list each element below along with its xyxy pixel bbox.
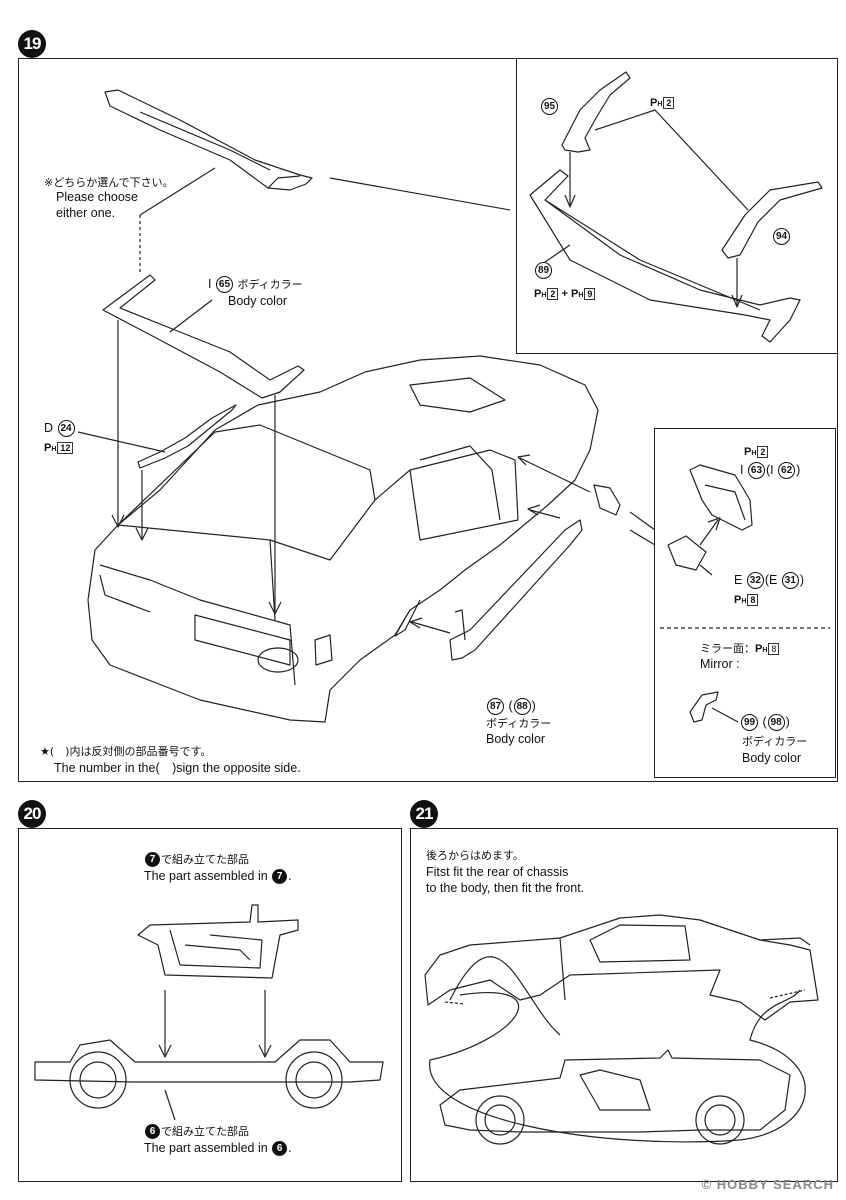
part-94-label: 94 — [772, 228, 791, 246]
side-skirt-shape — [449, 519, 583, 661]
step-21-en-2: to the body, then fit the front. — [426, 881, 585, 895]
mirror-en-label: Mirror : — [700, 657, 740, 671]
upper-spoiler-shape — [104, 89, 313, 191]
watermark: © HOBBY SEARCH — [701, 1177, 834, 1192]
assembled-7-en: The part assembled in 7. — [144, 869, 292, 885]
choose-jp-text: ※どちらか選んで下さい。 — [44, 176, 174, 189]
part-number-circle: 65 — [215, 276, 233, 294]
step-19-badge: 19 — [18, 30, 46, 58]
stay-95-shape — [561, 71, 631, 153]
wiper-shape — [137, 404, 237, 469]
mirror-99-shape — [689, 691, 719, 723]
stay-94-shape — [721, 181, 823, 259]
part-95-label: 95 — [540, 98, 559, 116]
step-20-badge: 20 — [18, 800, 46, 828]
part-99-color-en: Body color — [742, 751, 802, 765]
opposite-side-note-jp: ★( )内は反対側の部品番号です。 — [40, 745, 212, 758]
lower-spoiler-shape — [102, 274, 305, 399]
assembled-6-en: The part assembled in 6. — [144, 1141, 292, 1157]
mirror-lens-32-shape — [667, 535, 707, 571]
part-e32-e31-label: E 32(E 31) — [734, 572, 804, 590]
step-21-badge: 21 — [410, 800, 438, 828]
part-i65-color: Body color — [228, 294, 288, 308]
opposite-side-note-en: The number in the( )sign the opposite si… — [54, 761, 301, 775]
part-87-color-en: Body color — [486, 732, 546, 746]
step-21-jp: 後ろからはめます。 — [426, 849, 524, 862]
part-99-98-label: 99 (98) — [740, 714, 790, 732]
part-i63-i62-label: I 63(I 62) — [740, 462, 800, 480]
wing-89-shape — [529, 169, 801, 343]
chassis-shape — [34, 1039, 384, 1083]
car-side-body-shape — [424, 914, 819, 1021]
part-89-label: 89 — [534, 262, 553, 280]
part-99-color-jp: ボディカラー — [742, 735, 808, 748]
step-20-panel — [18, 828, 402, 1182]
step-21-panel — [410, 828, 838, 1182]
choose-en-text-2: either one. — [56, 206, 116, 220]
part-87-color-jp: ボディカラー — [486, 717, 552, 730]
mirror-63-shape — [689, 464, 753, 531]
part-87-88-label: 87 (88) — [486, 698, 536, 716]
part-d24-label: D 24 — [44, 420, 76, 438]
interior-tub-shape — [137, 904, 299, 979]
choose-en-text-1: Please choose — [56, 190, 139, 204]
chassis-side-shape — [439, 1049, 791, 1133]
step-21-en-1: Fitst fit the rear of chassis — [426, 865, 569, 879]
part-i65-label: I 65 ボディカラー — [208, 276, 303, 294]
